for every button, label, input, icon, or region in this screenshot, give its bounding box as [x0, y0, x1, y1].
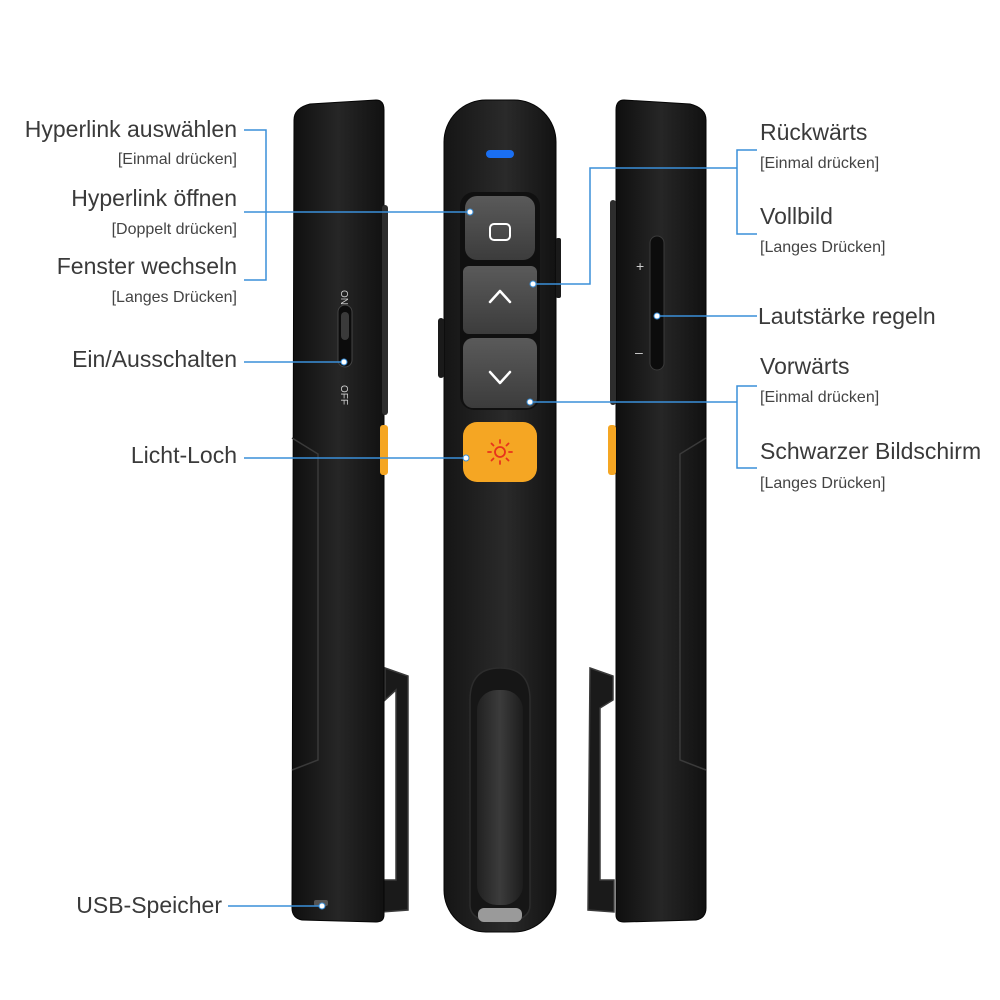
switch-window-label: Fenster wechseln [56, 253, 237, 279]
hyperlink-select-label: Hyperlink auswählen [24, 116, 237, 142]
volume-plus-label: + [636, 258, 644, 274]
hyperlink-select-sub: [Einmal drücken] [117, 151, 237, 168]
left-side-device [291, 99, 409, 923]
black-screen-label: Schwarzer Bildschirm [760, 438, 982, 464]
window-icon [489, 223, 511, 241]
volume-label: Lautstärke regeln [758, 303, 936, 329]
left-laser-edge [380, 425, 388, 475]
hyperlink-open-label: Hyperlink öffnen [71, 185, 237, 211]
switch-on-label: ON [338, 290, 349, 305]
back-sub: [Einmal drücken] [760, 155, 880, 172]
forward-button[interactable] [463, 338, 537, 408]
indicator-led [486, 150, 514, 158]
switch-window-sub: [Langes Drücken] [111, 289, 237, 306]
fullscreen-label: Vollbild [760, 203, 833, 229]
chevron-down-icon [488, 370, 512, 385]
forward-label: Vorwärts [760, 353, 850, 379]
fullscreen-sub: [Langes Drücken] [760, 239, 886, 256]
light-hole-label: Licht-Loch [130, 442, 237, 468]
back-label: Rückwärts [760, 119, 868, 145]
volume-minus-label: – [635, 344, 643, 360]
right-clip [587, 666, 615, 913]
left-clip [381, 666, 409, 913]
volume-rocker[interactable] [649, 235, 665, 371]
chevron-up-icon [488, 289, 512, 304]
window-button[interactable] [465, 196, 535, 260]
forward-sub: [Einmal drücken] [760, 389, 880, 406]
hyperlink-open-sub: [Doppelt drücken] [111, 221, 237, 238]
callout-lines [228, 129, 757, 907]
back-button[interactable] [463, 266, 537, 334]
usb-storage-label: USB-Speicher [76, 892, 222, 918]
right-laser-edge [608, 425, 616, 475]
black-screen-sub: [Langes Drücken] [760, 475, 886, 492]
right-side-device [587, 99, 707, 923]
front-device [438, 99, 561, 933]
switch-off-label: OFF [338, 385, 349, 405]
laser-button[interactable] [463, 422, 537, 482]
power-label: Ein/Ausschalten [72, 346, 237, 372]
laser-icon [487, 439, 513, 465]
callout-dots [318, 208, 661, 910]
